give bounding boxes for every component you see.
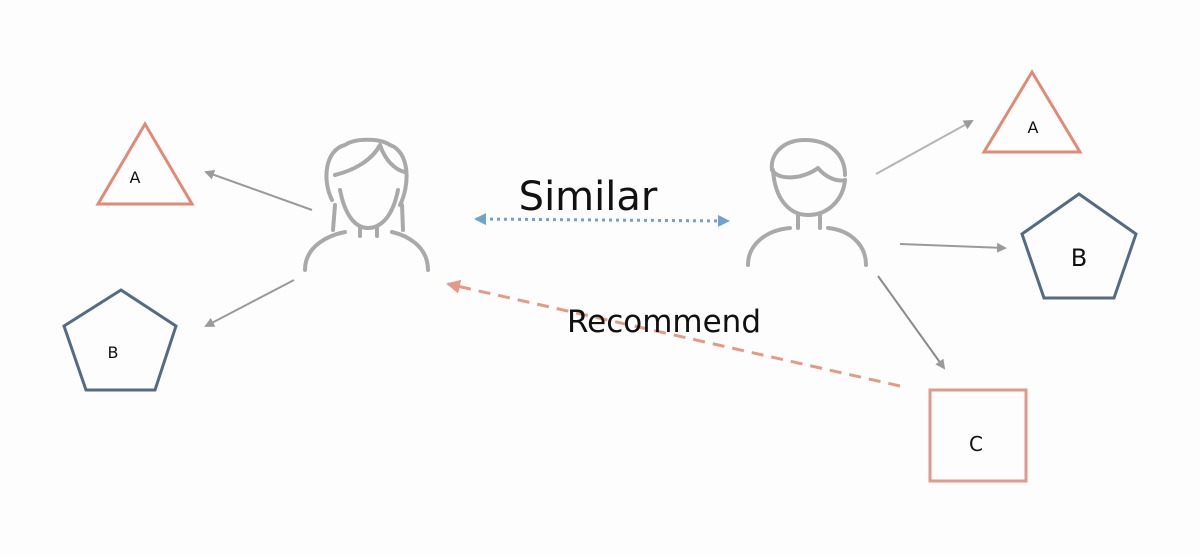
left-pentagon-b: B [62,288,178,392]
right-triangle-label: A [1028,118,1039,137]
man-user-icon [746,138,868,267]
arrow-right-user-to-c [877,275,946,370]
recommend-arrow [446,279,901,388]
right-square-c: C [928,388,1028,483]
left-triangle-label: A [130,168,141,187]
woman-user-icon [303,137,430,272]
arrow-left-user-to-b [204,279,295,327]
arrow-right-user-to-a [875,120,974,175]
similar-label: Similar [519,174,658,220]
left-triangle-a: A [95,121,195,206]
right-triangle-a: A [981,69,1083,154]
right-square-label: C [969,432,983,456]
arrow-right-user-to-b [899,242,1007,253]
recommend-label: Recommend [567,304,761,340]
similar-arrow [474,213,730,227]
right-pentagon-b: B [1020,192,1138,300]
arrow-left-user-to-a [204,169,313,211]
right-pentagon-label: B [1071,244,1087,272]
left-pentagon-label: B [108,343,119,362]
